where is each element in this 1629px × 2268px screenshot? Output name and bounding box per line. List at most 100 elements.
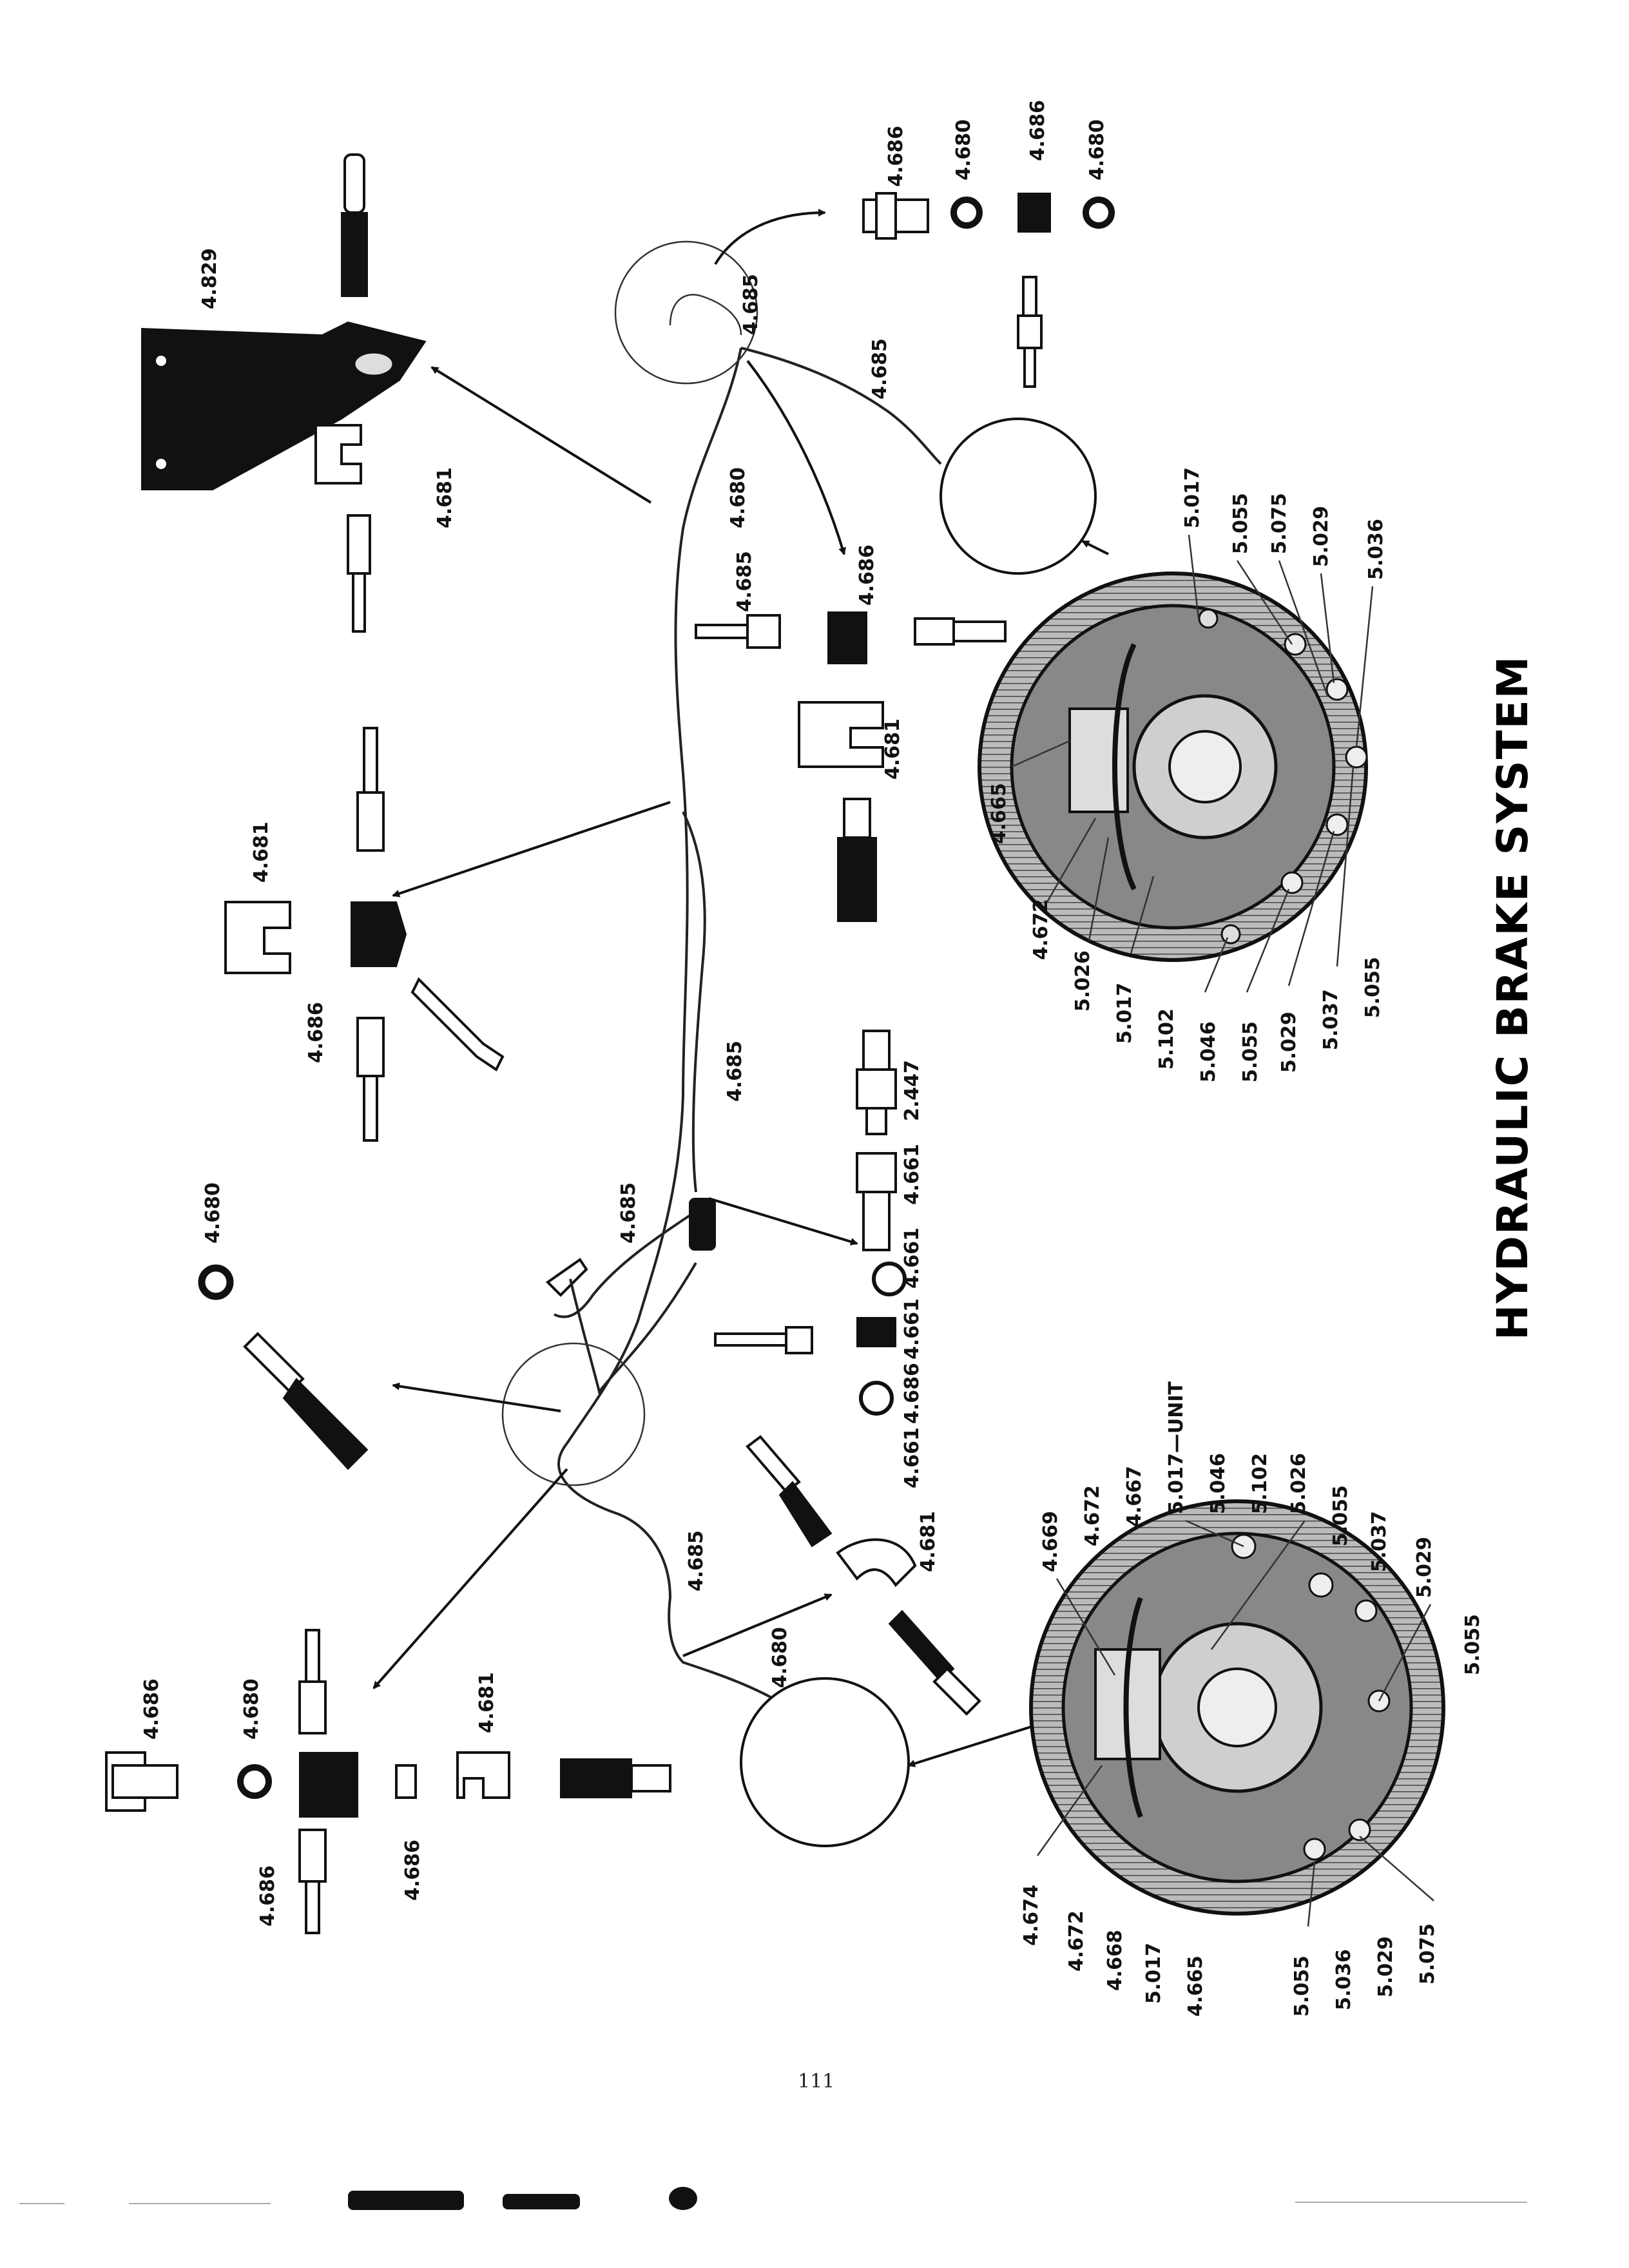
insert-rear: [395, 1764, 417, 1799]
stoplight-switch: [856, 1030, 897, 1135]
label: 4.667: [1123, 1466, 1146, 1527]
fitting-tee-lower: [356, 1017, 385, 1142]
label: 5.036: [1365, 519, 1387, 580]
label: 4.686: [901, 1363, 923, 1424]
label: 5.046: [1207, 1453, 1229, 1514]
label: 4.686: [1027, 100, 1049, 161]
master-fitting-angled: [243, 1332, 369, 1470]
label: 5.075: [1268, 493, 1291, 554]
label: 4.674: [1020, 1885, 1043, 1946]
fitting-center-right: [914, 617, 1007, 646]
label: 4.680: [1086, 119, 1108, 180]
label: 4.665: [988, 783, 1010, 844]
label: 4.672: [1030, 899, 1052, 960]
label: 5.055: [1291, 1956, 1313, 2017]
banjo-bolt-top: [862, 192, 929, 240]
label: 5.075: [1416, 1923, 1439, 1984]
label: 5.055: [1329, 1485, 1352, 1546]
bleeder-top: [1017, 276, 1043, 388]
hose-end-rear: [888, 1610, 981, 1716]
label: 4.669: [1039, 1511, 1062, 1572]
label: 5.046: [1197, 1021, 1220, 1082]
hose-end-rear-tee: [560, 1758, 671, 1798]
label: 5.029: [1374, 1936, 1397, 1997]
hose-fitting-top-left: [341, 153, 368, 297]
page-number: 111: [798, 2070, 834, 2093]
bleeder-tee: [410, 977, 505, 1072]
clip-4681-rear-tee: [456, 1751, 510, 1799]
label: 5.017—UNIT: [1165, 1381, 1188, 1514]
label: 4.661: [901, 1298, 923, 1360]
label: 4.686: [401, 1840, 424, 1901]
front-right-drum-outline: [614, 240, 1097, 575]
label: 4.661: [901, 1227, 923, 1289]
label: 4.680: [952, 119, 975, 180]
master-cylinder-outline: [501, 1342, 646, 1486]
gasket-rear: [237, 1764, 272, 1799]
label: 4.681: [476, 1672, 498, 1733]
block-4686-stoplight: [856, 1317, 896, 1347]
mounting-bracket: [141, 321, 427, 490]
callout-arrows: [372, 209, 1109, 1767]
label: 4.686: [256, 1865, 279, 1927]
brake-leader-lines: [1011, 534, 1434, 1927]
hose-fitting-rear: [746, 1435, 833, 1548]
label: 4.686: [140, 1678, 163, 1740]
label: 5.102: [1249, 1453, 1271, 1514]
label: 4.685: [869, 338, 891, 399]
label: 5.055: [1461, 1614, 1484, 1675]
clip-4681-center-right: [798, 701, 884, 768]
label: 4.681: [250, 822, 273, 883]
label: 2.447: [901, 1060, 923, 1121]
label: 5.026: [1287, 1453, 1310, 1514]
label: 4.686: [885, 126, 907, 187]
page-title: HYDRAULIC BRAKE SYSTEM: [1488, 655, 1537, 1340]
label: 5.029: [1413, 1537, 1436, 1598]
label: 5.029: [1278, 1012, 1300, 1073]
label: 5.029: [1310, 506, 1333, 567]
fitting-tee-upper: [356, 727, 385, 852]
block-4686-center: [827, 611, 867, 664]
rear-left-drum-outline: [740, 1677, 910, 1847]
gasket-4661-a: [872, 1262, 907, 1296]
label: 4.829: [198, 248, 221, 309]
front-brake-assembly: [978, 572, 1368, 962]
label: 5.017: [1142, 1943, 1165, 2004]
union-4685-center: [695, 614, 781, 649]
label: 4.685: [740, 274, 762, 335]
label: 4.681: [882, 718, 904, 780]
gasket-top-1: [950, 197, 983, 229]
label: 5.055: [1362, 957, 1384, 1018]
label: 4.661: [901, 1144, 923, 1205]
label: 4.681: [917, 1511, 940, 1572]
scan-artifacts: [19, 2187, 1527, 2210]
label: 4.665: [1184, 1956, 1207, 2017]
adapter-4661: [856, 1152, 897, 1251]
label: 4.686: [856, 544, 878, 606]
label: 4.685: [724, 1041, 746, 1102]
bleeder-rear-lower: [298, 1829, 327, 1934]
label: 5.017: [1181, 467, 1204, 528]
gasket-4661-b: [859, 1381, 894, 1416]
block-rear: [299, 1752, 358, 1818]
label: 4.680: [727, 467, 749, 528]
clip-4681-rear: [836, 1538, 917, 1588]
label: 4.672: [1065, 1910, 1088, 1972]
banjo-bolt-rear: [105, 1751, 178, 1812]
label: 4.680: [202, 1182, 224, 1244]
gasket-top-2: [1083, 197, 1115, 229]
bleeder-stoplight: [714, 1326, 813, 1354]
label: 4.680: [769, 1627, 791, 1688]
clip-4681-tee: [224, 901, 291, 974]
label: 4.681: [434, 467, 456, 528]
label: 4.668: [1104, 1930, 1126, 1991]
clip-4681-bracket: [314, 424, 362, 485]
label: 4.685: [617, 1182, 640, 1244]
brake-lines: [554, 294, 942, 1715]
brake-pedal: [545, 1198, 716, 1395]
rear-brake-assembly: [1029, 1499, 1445, 1916]
bleeder-rear-upper: [298, 1629, 327, 1735]
gasket-master: [198, 1264, 234, 1300]
label: 4.680: [240, 1678, 263, 1740]
